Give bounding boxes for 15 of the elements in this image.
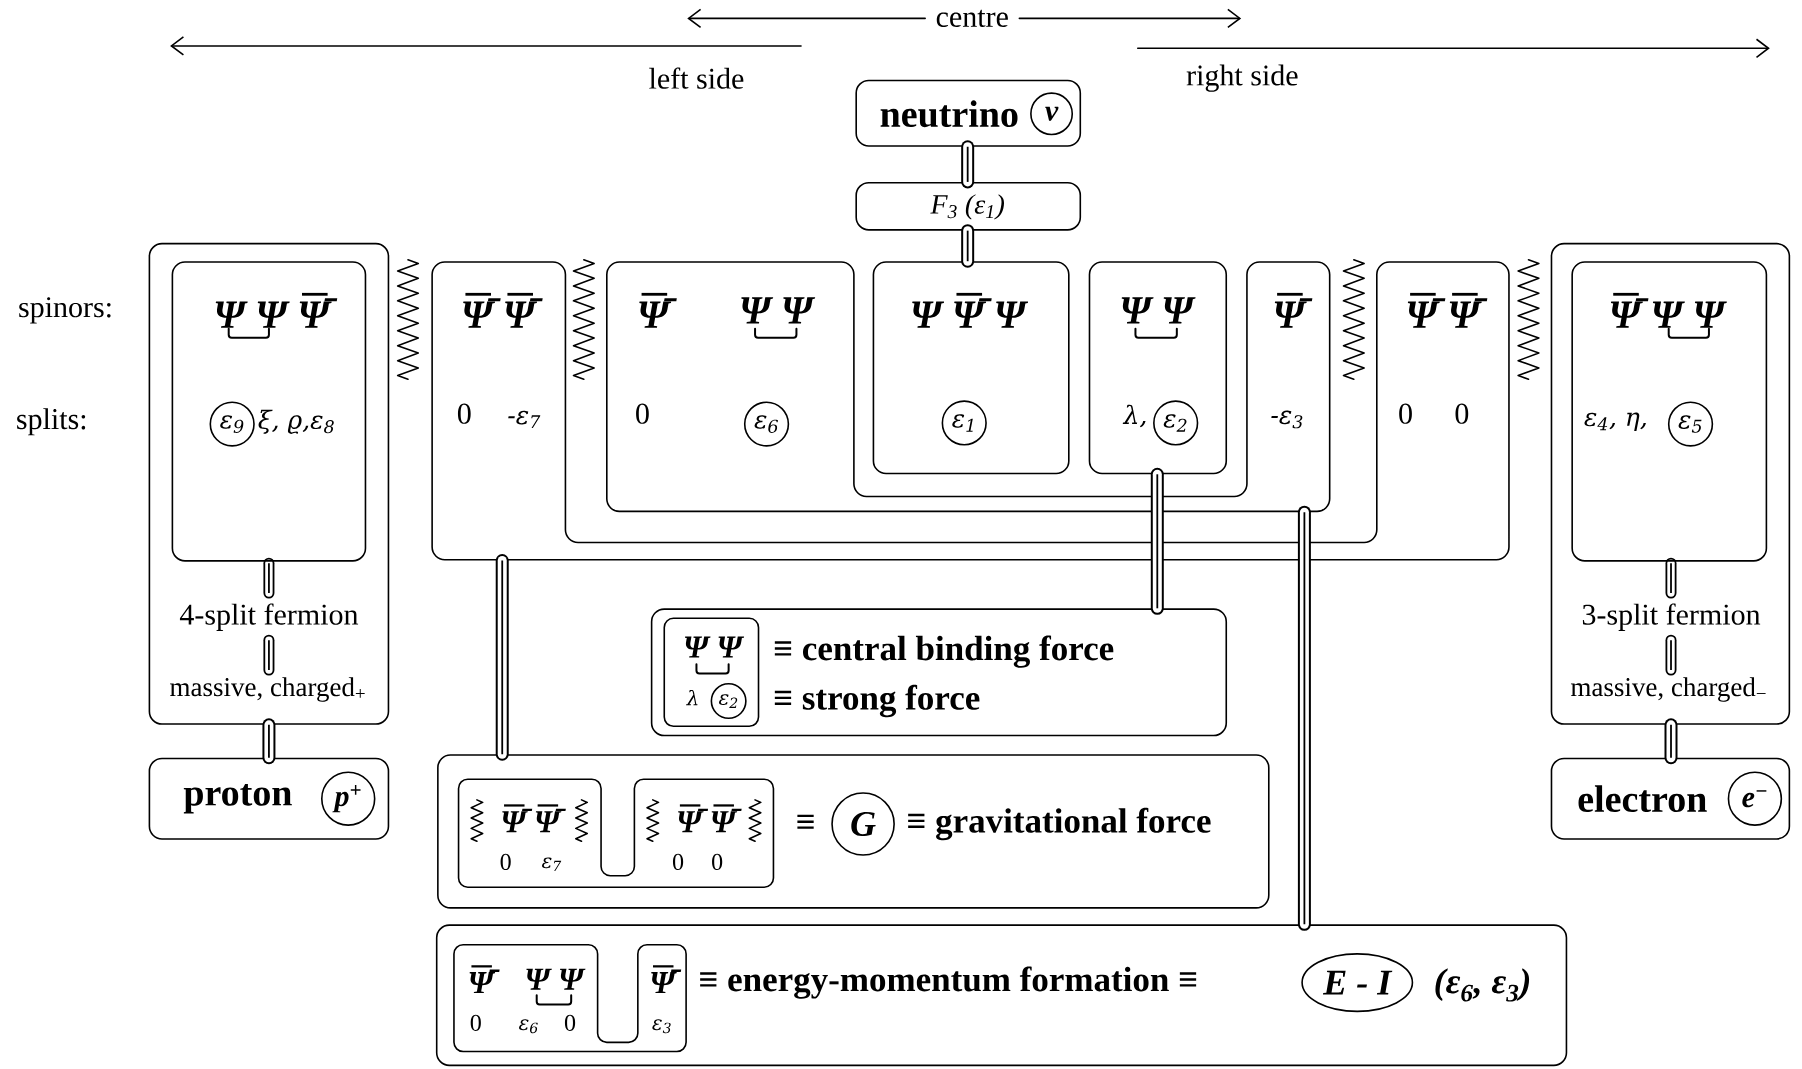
triple-line (961, 140, 975, 189)
rounded-box: F$_{3}$ (ε$_{1}$) (855, 182, 1082, 231)
direction-label: centre (936, 9, 1008, 28)
u-shaped-box: Ψ̄ Ψ̄ 0 ε$_{7}$ Ψ̄ Ψ̄ 0 0 (457, 778, 775, 889)
direction-label: right side (1186, 64, 1298, 92)
u-shaped-box: Ψ̄ Ψ Ψ 0 ε$_{6}$ 0 Ψ̄ ε$_{3}$ (453, 944, 687, 1053)
triple-line (262, 718, 276, 765)
triple-line (1297, 505, 1311, 931)
triple-line (495, 554, 509, 761)
triple-line (1664, 718, 1678, 765)
direction-label: left side (649, 67, 744, 89)
row-label: spinors: (19, 297, 111, 324)
triple-line (1150, 467, 1164, 615)
triple-line (961, 224, 975, 268)
row-label: splits: (17, 408, 86, 436)
